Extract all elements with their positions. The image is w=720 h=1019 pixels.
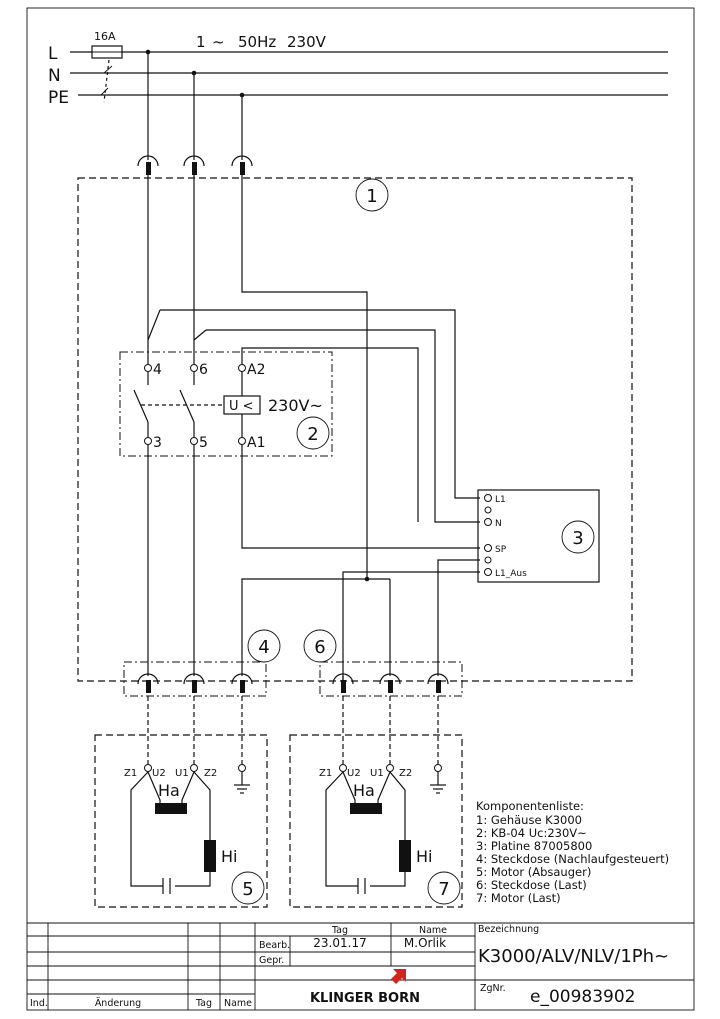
supply-spec-phase: 1 [196,33,206,51]
title-author: M.Orlik [404,936,446,950]
fuse-rating: 16A [94,30,116,43]
motor7-z1: Z1 [319,768,332,779]
balloon-socket-6: 6 [303,629,337,663]
socket-connectors [137,673,449,693]
motor-leads [147,696,439,764]
board-pin-l1: L1 [495,495,506,505]
svg-text:2: 2 [307,424,318,445]
relay-kb04: 4 6 A2 3 5 A1 U < 230V~ [133,362,323,451]
sheet-frame [26,7,695,1011]
title-bezeichnung-label: Bezeichnung [478,924,539,935]
svg-text:3: 3 [572,528,583,549]
title-row-gepr: Gepr. [259,955,284,966]
motor7-u2: U2 [347,768,361,779]
component-item: 1: Gehäuse K3000 [476,813,582,827]
title-block: Tag Name Bearb. Gepr. 23.01.17 M.Orlik B… [27,922,694,1010]
relay-rating: 230V~ [268,396,323,415]
relay-terminal-a2: A2 [247,362,265,378]
rev-col-aenderung: Änderung [95,998,141,1009]
supply-spec-voltage: 230V [287,33,327,51]
rev-col-name: Name [224,998,252,1009]
motor5-u1: U1 [175,768,189,779]
svg-text:4: 4 [258,637,269,658]
rev-col-ind: Ind. [30,998,48,1009]
relay-outline [119,351,333,457]
component-list: Komponentenliste: 1: Gehäuse K3000 2: KB… [476,799,669,905]
component-item: 4: Steckdose (Nachlaufgesteuert) [476,852,669,866]
balloon-relay: 2 [296,416,330,450]
motor5-ha-label: Ha [158,781,180,800]
housing-outline [77,177,633,682]
svg-text:1: 1 [366,186,377,207]
balloon-housing: 1 [355,178,389,212]
motor5-main-winding [155,803,187,814]
board-pins: L1 N SP L1_Aus [484,494,527,579]
balloon-motor-5: 5 [231,871,265,905]
motor5-u2: U2 [152,768,166,779]
motor-5-schematic: Z1 U2 U1 Z2 Ha Hi [124,764,250,894]
board-pin-n: N [495,519,502,529]
housing-wiring [147,175,480,680]
title-row-bearb: Bearb. [259,940,290,951]
motor5-z1: Z1 [124,768,137,779]
rev-col-tag: Tag [195,998,212,1009]
component-item: 6: Steckdose (Last) [476,878,587,892]
company-logo-arrow [391,969,406,984]
balloon-socket-4: 4 [247,629,281,663]
rail-label-pe: PE [48,88,69,108]
balloon-board: 3 [561,520,595,554]
svg-text:6: 6 [314,637,325,658]
balloon-motor-7: 7 [427,871,461,905]
relay-terminal-5: 5 [199,435,208,451]
motor-7-schematic: Z1 U2 U1 Z2 Ha Hi [319,764,446,894]
socket-4-outline [123,661,267,697]
board-pin-l1-aus: L1_Aus [495,569,527,579]
relay-terminal-4: 4 [153,362,162,378]
title-date: 23.01.17 [313,936,366,950]
relay-terminal-6: 6 [199,362,208,378]
svg-text:7: 7 [438,879,449,900]
relay-coil-label: U < [229,399,254,414]
relay-terminal-a1: A1 [247,435,265,451]
supply-rails: L N PE 16A 1 ~ 50Hz 230V [48,30,668,108]
motor5-aux-winding [204,840,216,872]
title-zgnr-label: ZgNr. [480,983,506,994]
motor7-z2: Z2 [399,768,412,779]
company-logo-text: KLINGER BORN [310,991,420,1006]
motor5-hi-label: Hi [221,847,237,866]
motor7-ha-label: Ha [353,781,375,800]
relay-coil [223,395,261,415]
board-pin-sp: SP [495,545,507,555]
component-item: 3: Platine 87005800 [476,839,592,853]
title-zgnr: e_00983902 [530,987,636,1007]
motor-5-outline [94,734,268,908]
title-col-name: Name [419,925,447,936]
component-item: 5: Motor (Absauger) [476,865,591,879]
motor-7-outline [289,734,463,908]
relay-terminal-3: 3 [153,435,162,451]
rail-label-n: N [48,66,61,86]
motor7-hi-label: Hi [416,847,432,866]
supply-drops [137,52,253,175]
svg-text:5: 5 [242,879,253,900]
title-bezeichnung: K3000/ALV/NLV/1Ph~ [478,946,669,967]
socket-6-outline [319,661,463,697]
component-list-heading: Komponentenliste: [476,799,584,813]
motor5-z2: Z2 [204,768,217,779]
motor7-u1: U1 [370,768,384,779]
motor7-aux-winding [399,840,411,872]
rail-label-l: L [48,44,58,64]
board-platine [477,489,600,583]
component-item: 7: Motor (Last) [476,891,561,905]
component-item: 2: KB-04 Uc:230V~ [476,826,587,840]
title-col-tag: Tag [331,925,348,936]
supply-spec-tilde: ~ [212,33,225,51]
motor7-main-winding [350,803,382,814]
supply-spec-frequency: 50Hz [238,33,276,51]
